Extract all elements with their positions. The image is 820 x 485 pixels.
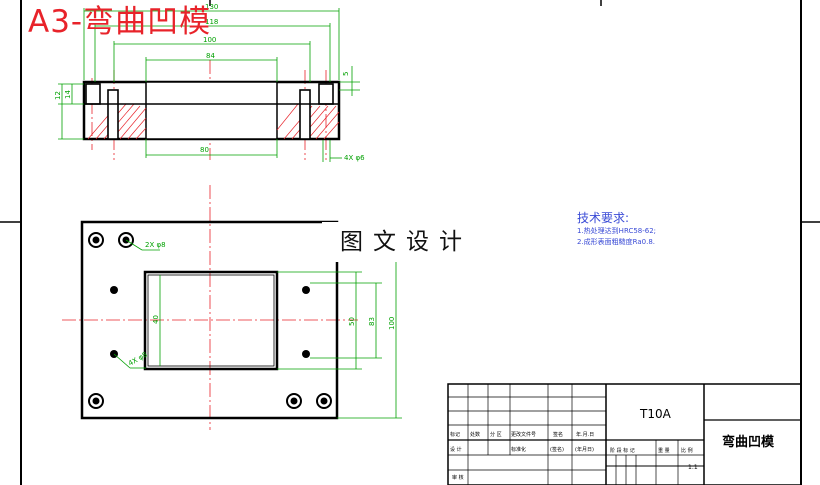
dim-12: 12 bbox=[54, 91, 62, 100]
weight-label: 重 量 bbox=[658, 447, 670, 454]
tech-note-1: 1.热处理达到HRC58-62; bbox=[577, 227, 657, 235]
material-text: T10A bbox=[639, 407, 672, 421]
dimensions-top bbox=[58, 8, 360, 162]
dim-118: 118 bbox=[205, 18, 218, 26]
section-cavity bbox=[145, 81, 278, 140]
dim-5: 5 bbox=[342, 72, 350, 76]
ratio-label: 比 例 bbox=[681, 447, 693, 454]
dim-4x-phi6: 4X φ6 bbox=[344, 154, 365, 162]
dimensions-plan bbox=[113, 239, 402, 419]
part-name-text: 弯曲凹模 bbox=[722, 434, 775, 450]
drawing-title: A3-弯曲凹模 bbox=[28, 4, 212, 40]
tech-note-2: 2.成形表面粗糙度Ra0.8. bbox=[577, 238, 656, 246]
standard-label: 标准化 bbox=[511, 446, 526, 453]
row-label-4: 更改文件号 bbox=[511, 431, 536, 438]
title-block-text: T10A 弯曲凹模 1:1 标记 处数 分 区 更改文件号 签名 年.月.日 设… bbox=[450, 407, 775, 481]
watermark-text: 图文设计 bbox=[322, 222, 502, 262]
dim-50: 50 bbox=[348, 317, 356, 326]
row-label-2: 处数 bbox=[470, 431, 480, 438]
corner-bolts bbox=[88, 232, 332, 409]
plan-view bbox=[80, 220, 339, 420]
sign-label: (签名) bbox=[550, 446, 564, 453]
pin-holes bbox=[110, 286, 310, 358]
dim-130: 130 bbox=[205, 3, 218, 11]
dim-14: 14 bbox=[64, 90, 72, 99]
plan-cavity-inner bbox=[147, 274, 275, 367]
plan-outline bbox=[80, 220, 339, 420]
tech-requirements: 技术要求: 1.热处理达到HRC58-62; 2.成形表面粗糙度Ra0.8. bbox=[577, 210, 656, 248]
section-view bbox=[82, 80, 341, 141]
scale-text: 1:1 bbox=[688, 464, 698, 471]
row-label-3: 分 区 bbox=[490, 431, 502, 438]
row-label-1: 标记 bbox=[450, 431, 460, 438]
date-label: (年月日) bbox=[575, 446, 594, 453]
tech-heading: 技术要求: bbox=[577, 211, 630, 225]
dim-40: 40 bbox=[152, 315, 160, 324]
title-block bbox=[447, 383, 802, 485]
review-label: 审 核 bbox=[452, 474, 464, 481]
design-label: 设 计 bbox=[450, 446, 462, 453]
dim-84: 84 bbox=[206, 52, 215, 60]
dim-100: 100 bbox=[203, 36, 216, 44]
dim-83: 83 bbox=[368, 317, 376, 326]
dimension-labels-top: 130 118 100 84 80 4X φ6 5 12 14 bbox=[54, 3, 365, 162]
plan-cavity bbox=[143, 270, 279, 371]
dim-80: 80 bbox=[200, 146, 209, 154]
row-label-6: 年.月.日 bbox=[576, 431, 594, 438]
row-label-5: 签名 bbox=[553, 431, 563, 438]
stage-label: 阶 段 标 记 bbox=[610, 447, 635, 454]
dim-2x-phi8: 2X φ8 bbox=[145, 241, 166, 249]
dim-100-plan: 100 bbox=[388, 317, 396, 330]
